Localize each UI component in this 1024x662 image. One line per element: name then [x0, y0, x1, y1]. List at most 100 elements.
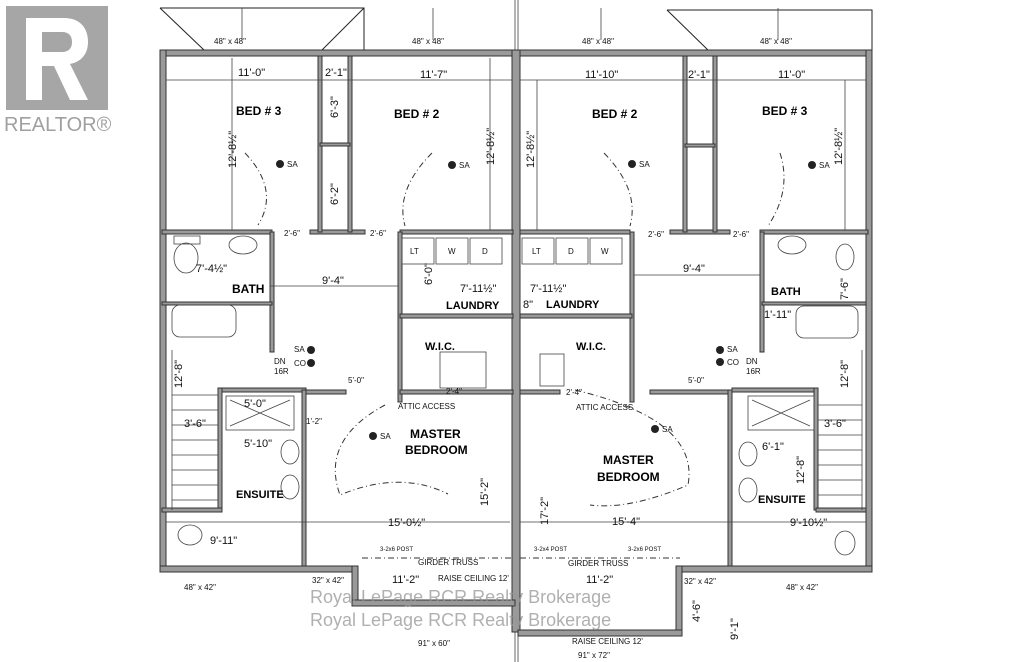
smoke-alarm-label: SA [662, 425, 673, 434]
smoke-alarm-label: SA [639, 160, 650, 169]
dimension: 9'-11" [210, 535, 237, 547]
watermark: Royal LePage RCR Realty Brokerage [310, 610, 612, 630]
room-bath: BATH [771, 286, 801, 298]
dimension: 15'-0½" [388, 517, 425, 529]
smoke-alarm-label: SA [380, 432, 391, 441]
smoke-alarm-label: SA [294, 345, 305, 354]
door-width: 2'-6" [370, 229, 386, 238]
stair-risers: 16R [274, 367, 289, 376]
dimension: 9'-1" [729, 618, 741, 640]
right-unit: BED # 2 BED # 3 LAUNDRY BATH W.I.C. MAST… [523, 37, 851, 660]
window-size: 48" x 42" [786, 583, 818, 592]
dimension: 7'-4½" [196, 263, 227, 275]
laundry-tub: LT [532, 247, 541, 256]
dimension: 1'-2" [306, 417, 322, 426]
window-size: 48" x 48" [412, 37, 444, 46]
dimension: 17'-2" [539, 497, 551, 525]
dimension: 8" [523, 299, 533, 311]
room-ensuite: ENSUITE [236, 489, 284, 501]
room-laundry: LAUNDRY [546, 299, 600, 311]
dimension: 5'-0" [688, 376, 704, 385]
dimension: 9'-4" [322, 275, 344, 287]
laundry-tub: LT [410, 247, 419, 256]
smoke-alarm-label: SA [819, 161, 830, 170]
room-bed-3: BED # 3 [762, 104, 808, 118]
girder-truss-label: GIRDER TRUSS [418, 558, 478, 567]
room-ensuite: ENSUITE [758, 494, 806, 506]
window-size: 48" x 48" [582, 37, 614, 46]
dryer: D [568, 247, 574, 256]
dimension: 4'-6" [691, 600, 703, 622]
stair-risers: 16R [746, 367, 761, 376]
attic-access-label: ATTIC ACCESS [398, 402, 455, 411]
dimension: 1'-11" [764, 309, 791, 321]
window-size: 48" x 48" [214, 37, 246, 46]
window-size: 91" x 72" [578, 651, 610, 660]
dimension: 12'-8" [839, 360, 851, 388]
co-alarm-label: CO [294, 359, 306, 368]
stairs-left [171, 350, 218, 510]
realtor-logo-text: REALTOR® [4, 114, 112, 136]
raise-ceiling-label: RAISE CEILING 12' [572, 637, 643, 646]
dimension: 11'-7" [420, 69, 447, 81]
room-master: MASTER [603, 453, 654, 467]
post-label: 3-2x4 POST [534, 547, 567, 553]
dimension: 12'-8" [173, 360, 185, 388]
smoke-alarm-label: SA [727, 345, 738, 354]
dimension: 7'-11½" [530, 283, 566, 295]
dimension: 6'-1" [762, 441, 784, 453]
dimension: 12'-8½" [525, 131, 537, 168]
dimension: 5'-0" [348, 376, 364, 385]
smoke-alarm-label: SA [459, 161, 470, 170]
dimension: 6'-0" [423, 263, 435, 285]
dimension: 5'-10" [244, 438, 272, 450]
dimension: 2'-4" [446, 387, 462, 396]
room-master: MASTER [410, 427, 461, 441]
dimension: 11'-10" [585, 69, 618, 81]
dimension: 2'-4" [566, 388, 582, 397]
dimension: 7'-6" [839, 278, 851, 300]
room-bed-2: BED # 2 [394, 107, 440, 121]
post-label: 3-2x6 POST [628, 547, 661, 553]
fixtures [171, 235, 859, 556]
room-bedroom: BEDROOM [597, 470, 660, 484]
room-bed-2: BED # 2 [592, 107, 638, 121]
door-width: 2'-6" [648, 230, 664, 239]
left-unit: BED # 3 BED # 2 BATH LAUNDRY W.I.C. MAST… [173, 37, 509, 648]
dimension: 9'-10½" [790, 517, 827, 529]
dimension: 5'-0" [244, 398, 266, 410]
dimension: 3'-6" [184, 418, 206, 430]
room-wic: W.I.C. [425, 341, 455, 353]
watermark: Royal LePage RCR Realty Brokerage [310, 587, 612, 607]
dimension: 11'-2" [586, 574, 613, 586]
window-size: 91" x 60" [418, 639, 450, 648]
window-size: 48" x 48" [760, 37, 792, 46]
window-size: 32" x 42" [312, 576, 344, 585]
dimension: 12'-8½" [833, 128, 845, 165]
roof-lines [159, 0, 873, 662]
dimension: 3'-6" [824, 418, 846, 430]
dimension: 2'-1" [325, 67, 347, 79]
stair-direction: DN [274, 357, 286, 366]
window-size: 48" x 42" [184, 583, 216, 592]
dimension-lines [166, 58, 866, 523]
dimension: 12'-8" [795, 456, 807, 484]
room-bedroom: BEDROOM [405, 443, 468, 457]
room-laundry: LAUNDRY [446, 300, 500, 312]
smoke-alarm-label: SA [287, 160, 298, 169]
post-label: 3-2x6 POST [380, 547, 413, 553]
dimension: 2'-1" [688, 69, 710, 81]
room-bed-3: BED # 3 [236, 104, 282, 118]
girder-truss-label: GIRDER TRUSS [568, 559, 628, 568]
room-bath: BATH [232, 282, 264, 296]
dimension: 11'-2" [392, 574, 419, 586]
window-size: 32" x 42" [684, 577, 716, 586]
co-alarm-label: CO [727, 358, 739, 367]
dimension: 12'-8½" [485, 128, 497, 165]
raise-ceiling-label: RAISE CEILING 12' [438, 574, 509, 583]
dimension: 6'-2" [329, 183, 341, 205]
washer: W [448, 247, 456, 256]
walls [159, 49, 873, 637]
